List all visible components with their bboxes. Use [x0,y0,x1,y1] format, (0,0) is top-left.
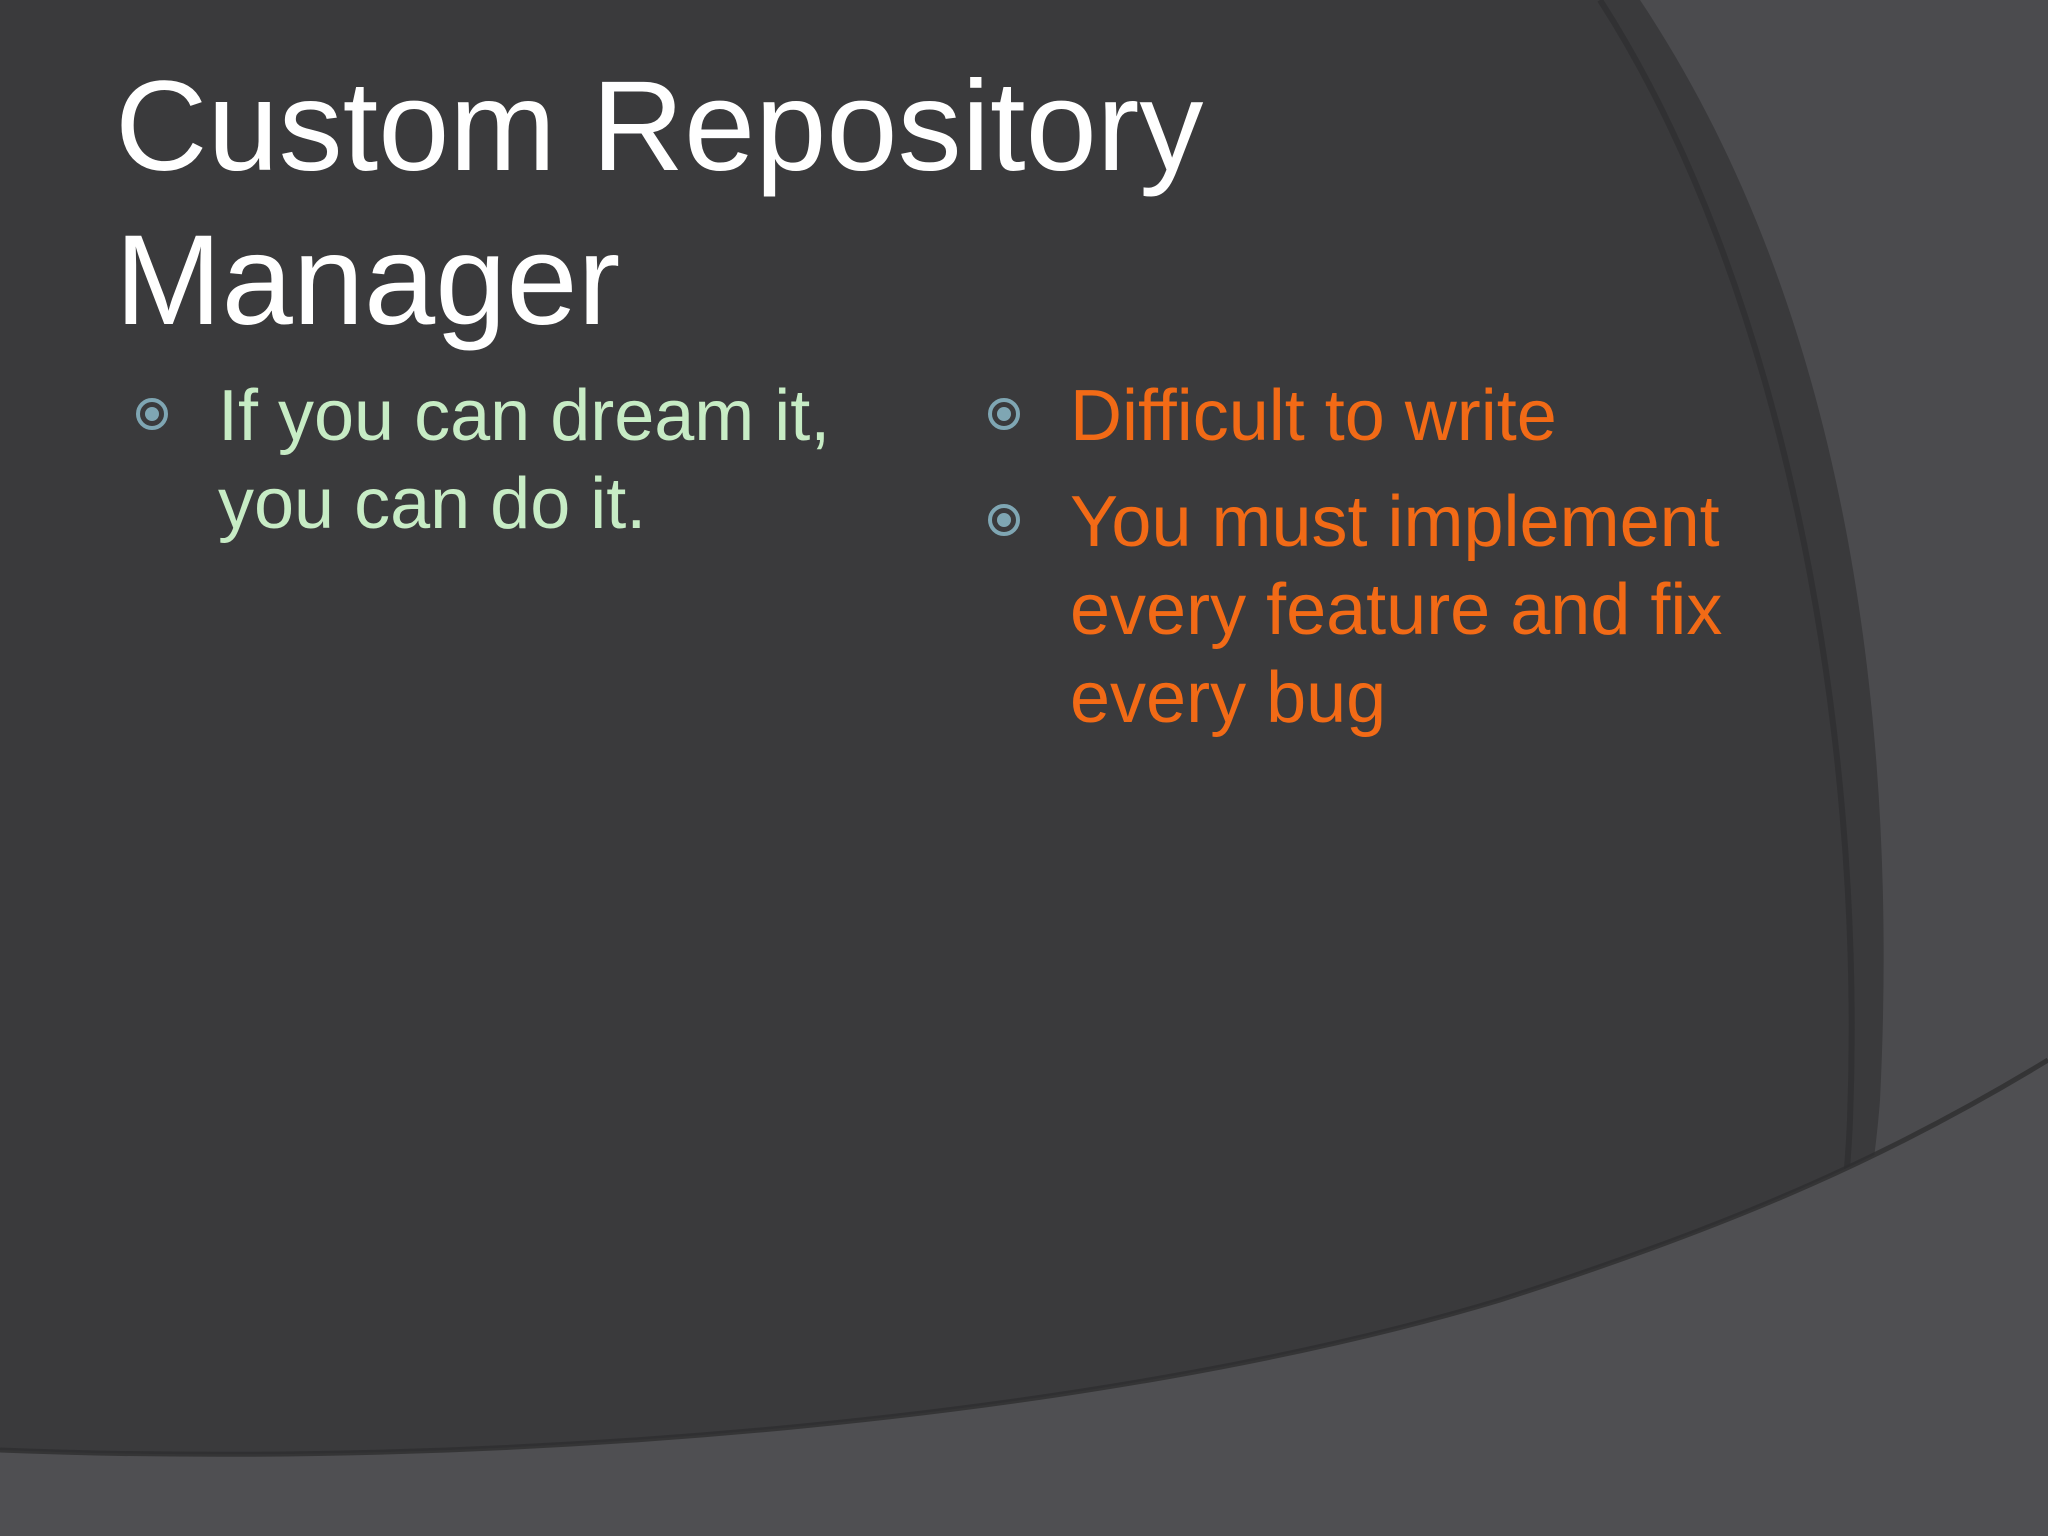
title-line-2: Manager [115,209,621,352]
circled-dot-icon [988,398,1020,430]
bullet-text-line: every feature and fix [1070,570,1723,650]
circled-dot-icon [136,398,168,430]
bullet-text-line: every bug [1070,658,1387,738]
bullet-text-line: Difficult to write [1070,376,1557,456]
slide-title: Custom Repository Manager [115,50,1615,358]
left-bullet-item: If you can dream it, you can do it. [132,372,892,548]
right-bullet-list: Difficult to write You must implement ev… [984,372,1804,760]
bullet-text-line: You must implement [1070,482,1720,562]
bullet-text-line: you can do it. [218,464,647,544]
circled-dot-icon [988,504,1020,536]
title-line-1: Custom Repository [115,55,1204,198]
bullet-text-line: If you can dream it, [218,376,831,456]
right-bullet-item: Difficult to write [984,372,1804,460]
right-bullet-item: You must implement every feature and fix… [984,478,1804,742]
left-bullet-list: If you can dream it, you can do it. [132,372,892,566]
